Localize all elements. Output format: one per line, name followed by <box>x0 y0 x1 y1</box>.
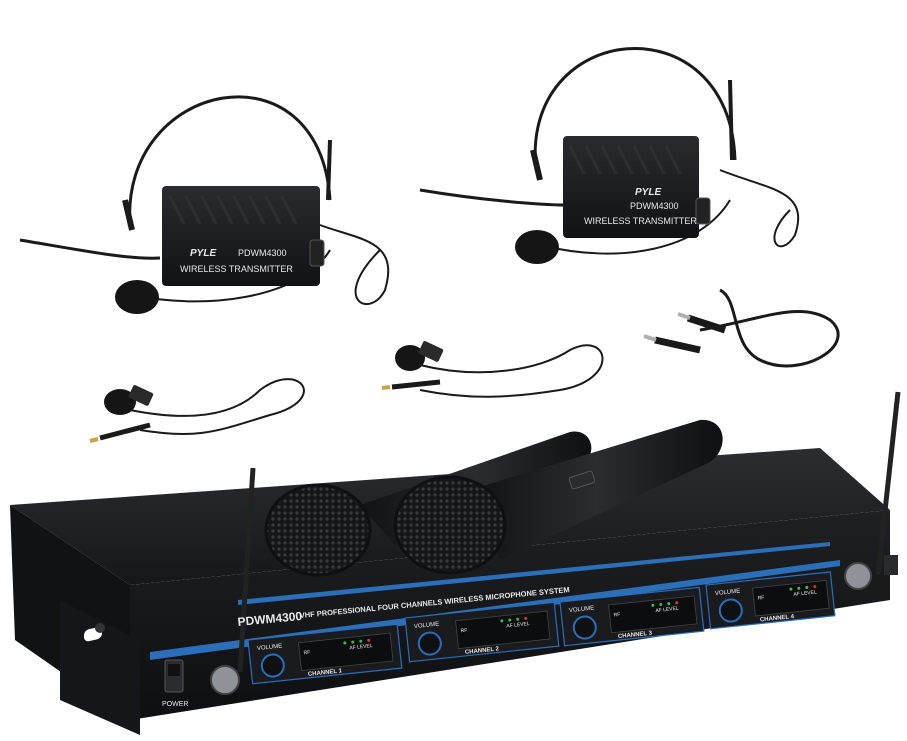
rack-ear-left <box>60 600 140 735</box>
headset-transmitter-left: PYLE PDWM4300 WIRELESS TRANSMITTER <box>19 95 390 314</box>
model-number: PDWM4300 <box>630 201 679 211</box>
mic-grille <box>264 483 372 577</box>
transmitter-label: WIRELESS TRANSMITTER <box>584 216 697 226</box>
headset-boom <box>419 188 567 207</box>
channel-label: CHANNEL 1 <box>308 668 343 678</box>
brand-logo: PYLE <box>635 187 661 198</box>
channel-module-2: VOLUME RF AF LEVEL CHANNEL 2 <box>404 601 560 663</box>
handheld-mic-front <box>393 419 723 575</box>
model-number: PDWM4300 <box>238 248 287 258</box>
volume-label: VOLUME <box>569 605 595 614</box>
channel-module-4: VOLUME RF AF LEVEL CHANNEL 4 <box>705 571 836 630</box>
volume-knob[interactable] <box>718 598 743 623</box>
headset-boom <box>19 238 161 260</box>
antenna-connector-right <box>844 562 872 590</box>
mic-windscreen <box>115 280 159 314</box>
brand-logo: PYLE <box>190 248 216 259</box>
rf-label: RF <box>303 650 310 657</box>
af-level-label: AF LEVEL <box>349 643 373 651</box>
instrument-cable <box>643 288 840 368</box>
channel-label: CHANNEL 2 <box>465 646 500 656</box>
af-level-label: AF LEVEL <box>655 606 679 614</box>
mic-grille <box>393 475 507 575</box>
volume-knob[interactable] <box>260 653 285 678</box>
headband-wire <box>128 95 332 226</box>
antenna-connector-left <box>210 665 240 695</box>
transmitter-label: WIRELESS TRANSMITTER <box>180 264 293 274</box>
antenna-right <box>875 391 901 576</box>
volume-label: VOLUME <box>414 621 440 630</box>
volume-label: VOLUME <box>257 643 283 652</box>
channel-label: CHANNEL 3 <box>618 631 653 641</box>
transmitter-box <box>563 136 699 238</box>
af-level-label: AF LEVEL <box>506 621 530 629</box>
receiver-model: PDWM4300 <box>237 609 303 629</box>
volume-label: VOLUME <box>715 588 741 597</box>
rf-label: RF <box>757 595 764 602</box>
mic-switch[interactable] <box>568 470 596 490</box>
lavalier-mic-center <box>381 341 604 398</box>
transmitter-box <box>162 186 320 286</box>
volume-knob[interactable] <box>572 615 597 640</box>
rf-label: RF <box>613 612 620 619</box>
channel-label: CHANNEL 4 <box>760 614 795 624</box>
channel-module-3: VOLUME RF AF LEVEL CHANNEL 3 <box>559 586 705 647</box>
channel-module-1: VOLUME RF AF LEVEL CHANNEL 1 <box>247 623 403 685</box>
volume-knob[interactable] <box>417 631 442 656</box>
lavalier-mic-left <box>89 378 305 443</box>
headband-wire <box>533 46 737 171</box>
antenna-left <box>237 467 256 673</box>
headset-transmitter-right: PYLE PDWM4300 WIRELESS TRANSMITTER <box>419 46 800 264</box>
rf-label: RF <box>460 628 467 635</box>
mic-windscreen <box>515 230 559 264</box>
af-level-label: AF LEVEL <box>793 589 817 597</box>
power-label: POWER <box>162 701 188 708</box>
